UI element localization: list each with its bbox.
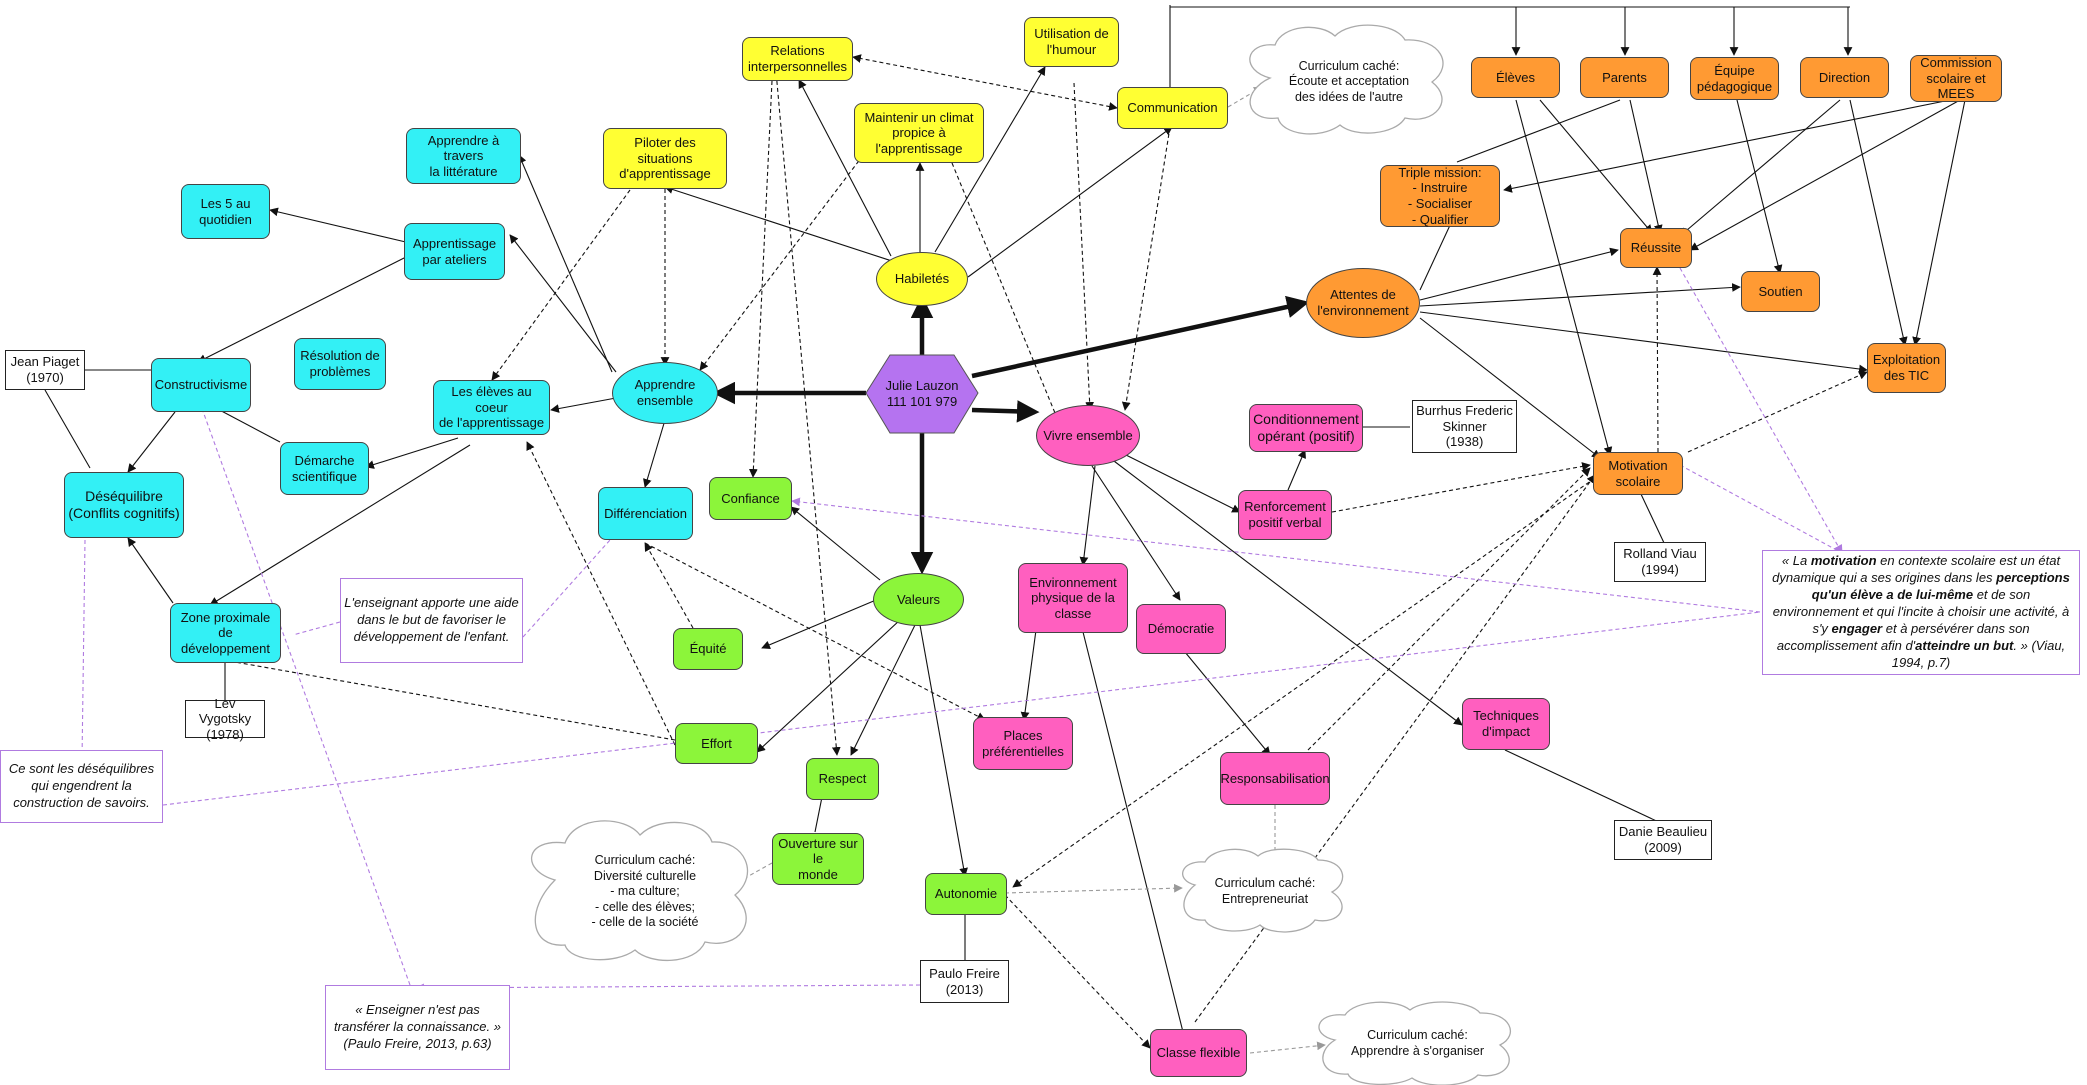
cloud-diversite-text: Curriculum caché: Diversité culturelle -… [591, 852, 699, 930]
node-democratie[interactable]: Démocratie [1136, 604, 1226, 654]
author-beaulieu: Danie Beaulieu (2009) [1614, 820, 1712, 860]
node-soutien[interactable]: Soutien [1741, 271, 1820, 312]
node-commission[interactable]: Commission scolaire et MEES [1910, 55, 2002, 102]
center-name: Julie Lauzon [885, 377, 959, 393]
node-responsabilisation[interactable]: Responsabilisation [1220, 752, 1330, 805]
viau-quote-p2: en contexte scolaire est un état dynamiq… [1772, 553, 2061, 586]
node-coeur[interactable]: Les élèves au coeur de l'apprentissage [433, 380, 550, 435]
note-aide: L'enseignant apporte une aide dans le bu… [340, 578, 523, 663]
node-zone[interactable]: Zone proximale de développement [170, 603, 281, 663]
node-desequilibre[interactable]: Déséquilibre (Conflits cognitifs) [64, 472, 184, 538]
purple-dashed-edges [81, 267, 1843, 993]
author-piaget: Jean Piaget (1970) [5, 350, 85, 390]
node-tic[interactable]: Exploitation des TIC [1867, 343, 1946, 393]
node-respect[interactable]: Respect [806, 758, 879, 800]
node-humour[interactable]: Utilisation de l'humour [1024, 17, 1119, 67]
center-id: 111 101 979 [886, 394, 958, 409]
node-valeurs[interactable]: Valeurs [873, 573, 964, 626]
viau-quote-b3: engager [1831, 620, 1883, 636]
node-reussite[interactable]: Réussite [1620, 228, 1692, 268]
node-relations[interactable]: Relations interpersonnelles [742, 37, 853, 81]
author-freire: Paulo Freire (2013) [920, 960, 1009, 1003]
node-habiletes[interactable]: Habiletés [876, 252, 968, 306]
node-effort[interactable]: Effort [675, 723, 758, 764]
note-freire-quote: « Enseigner n'est pas transférer la conn… [325, 985, 510, 1070]
node-piloter[interactable]: Piloter des situations d'apprentissage [603, 128, 727, 189]
center-hexagon[interactable] [865, 354, 979, 434]
cloud-diversite [530, 820, 749, 961]
node-motivation[interactable]: Motivation scolaire [1593, 452, 1683, 495]
node-techniques[interactable]: Techniques d'impact [1462, 698, 1550, 750]
node-renforcement[interactable]: Renforcement positif verbal [1238, 490, 1332, 540]
node-eleves[interactable]: Élèves [1471, 57, 1560, 98]
node-direction[interactable]: Direction [1800, 57, 1889, 98]
viau-quote-b4: atteindre un but [1915, 637, 2014, 653]
viau-quote-p4: et à persévérer dans son accomplissement… [1776, 620, 2030, 653]
author-skinner: Burrhus Frederic Skinner (1938) [1412, 400, 1517, 453]
node-resolution[interactable]: Résolution de problèmes [294, 338, 386, 390]
node-ateliers[interactable]: Apprentissage par ateliers [404, 223, 505, 280]
note-desequilibres: Ce sont les déséquilibres qui engendrent… [0, 750, 163, 823]
author-viau: Rolland Viau (1994) [1614, 542, 1706, 582]
node-equite[interactable]: Équité [673, 628, 743, 670]
note-viau-quote: « La motivation en contexte scolaire est… [1762, 550, 2080, 675]
node-autonomie[interactable]: Autonomie [925, 873, 1007, 915]
cloud-entrepreneuriat [1182, 848, 1344, 933]
node-maintenir[interactable]: Maintenir un climat propice à l'apprenti… [854, 103, 984, 163]
viau-quote-p5: . » (Viau, 1994, p.7) [1891, 637, 2066, 670]
node-demarche[interactable]: Démarche scientifique [280, 442, 369, 495]
node-equipe[interactable]: Équipe pédagogique [1690, 57, 1779, 100]
node-vivre-ensemble[interactable]: Vivre ensemble [1036, 405, 1140, 466]
viau-quote-p3: et de son environnement et qui l'incite … [1772, 587, 2070, 636]
node-litterature[interactable]: Apprendre à travers la littérature [406, 128, 521, 184]
node-parents[interactable]: Parents [1580, 57, 1669, 98]
viau-quote-p1: « La [1781, 553, 1811, 569]
node-apprendre-ensemble[interactable]: Apprendre ensemble [612, 362, 718, 424]
node-places[interactable]: Places préférentielles [973, 717, 1073, 770]
clouds [530, 24, 1512, 1085]
cloud-ecoute-text: Curriculum caché: Écoute et acceptation … [1288, 58, 1410, 104]
viau-quote-b2: perceptions qu'un élève a de lui-même [1811, 570, 2070, 603]
dashed-edges [234, 54, 1868, 1049]
node-attentes[interactable]: Attentes de l'environnement [1306, 268, 1420, 338]
author-vygotsky: Lev Vygotsky (1978) [185, 696, 265, 742]
cloud-organiser [1318, 1001, 1512, 1085]
viau-quote-b1: motivation [1810, 553, 1877, 569]
cloud-ecoute [1249, 24, 1444, 135]
cloud-entrepreneuriat-text: Curriculum caché: Entrepreneuriat [1214, 876, 1316, 906]
node-communication[interactable]: Communication [1117, 87, 1228, 129]
node-les5[interactable]: Les 5 au quotidien [181, 184, 270, 239]
node-ouverture[interactable]: Ouverture sur le monde [772, 833, 864, 885]
node-conditionnement[interactable]: Conditionnement opérant (positif) [1249, 404, 1363, 452]
node-confiance[interactable]: Confiance [709, 477, 792, 520]
node-differenciation[interactable]: Différenciation [598, 487, 693, 540]
node-classe-flexible[interactable]: Classe flexible [1150, 1029, 1247, 1077]
node-environnement[interactable]: Environnement physique de la classe [1018, 563, 1128, 633]
main-edges [712, 295, 1310, 575]
node-constructivisme[interactable]: Constructivisme [151, 358, 251, 412]
node-triple[interactable]: Triple mission: - Instruire - Socialiser… [1380, 165, 1500, 227]
cloud-organiser-text: Curriculum caché: Apprendre à s'organise… [1350, 1028, 1485, 1058]
